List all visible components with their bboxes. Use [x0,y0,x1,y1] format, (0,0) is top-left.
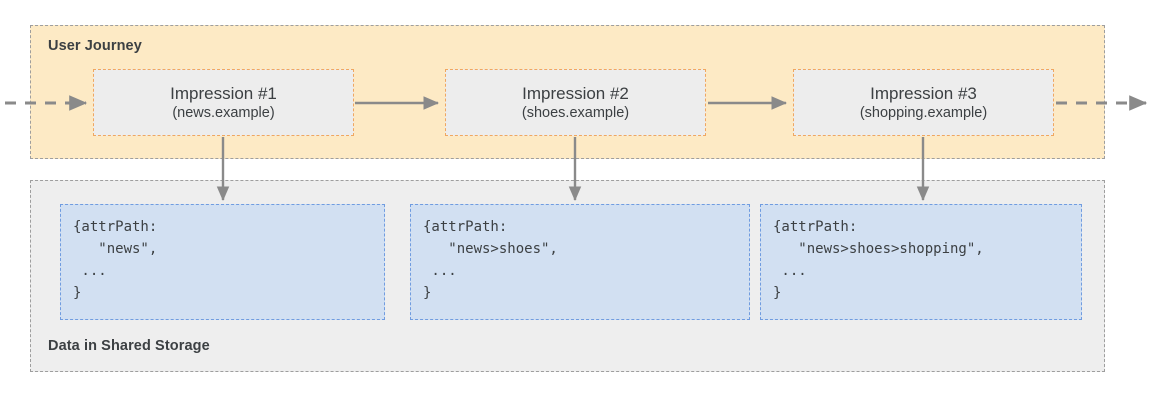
storage-record-code: {attrPath: "news", ... } [73,219,158,301]
impression-site: (news.example) [172,104,275,121]
impression-box-3[interactable]: Impression #3 (shopping.example) [793,69,1054,136]
impression-site: (shopping.example) [859,104,988,121]
shared-storage-label: Data in Shared Storage [48,338,210,354]
impression-title: Impression #2 [522,83,629,103]
storage-record-code: {attrPath: "news>shoes", ... } [423,219,558,301]
storage-record-code: {attrPath: "news>shoes>shopping", ... } [773,219,984,301]
storage-record-box-3[interactable]: {attrPath: "news>shoes>shopping", ... } [760,204,1082,320]
user-journey-label: User Journey [48,38,142,54]
storage-record-box-1[interactable]: {attrPath: "news", ... } [60,204,385,320]
impression-box-2[interactable]: Impression #2 (shoes.example) [445,69,706,136]
impression-title: Impression #1 [170,83,277,103]
impression-box-1[interactable]: Impression #1 (news.example) [93,69,354,136]
storage-record-box-2[interactable]: {attrPath: "news>shoes", ... } [410,204,750,320]
impression-site: (shoes.example) [521,104,630,121]
impression-title: Impression #3 [870,83,977,103]
